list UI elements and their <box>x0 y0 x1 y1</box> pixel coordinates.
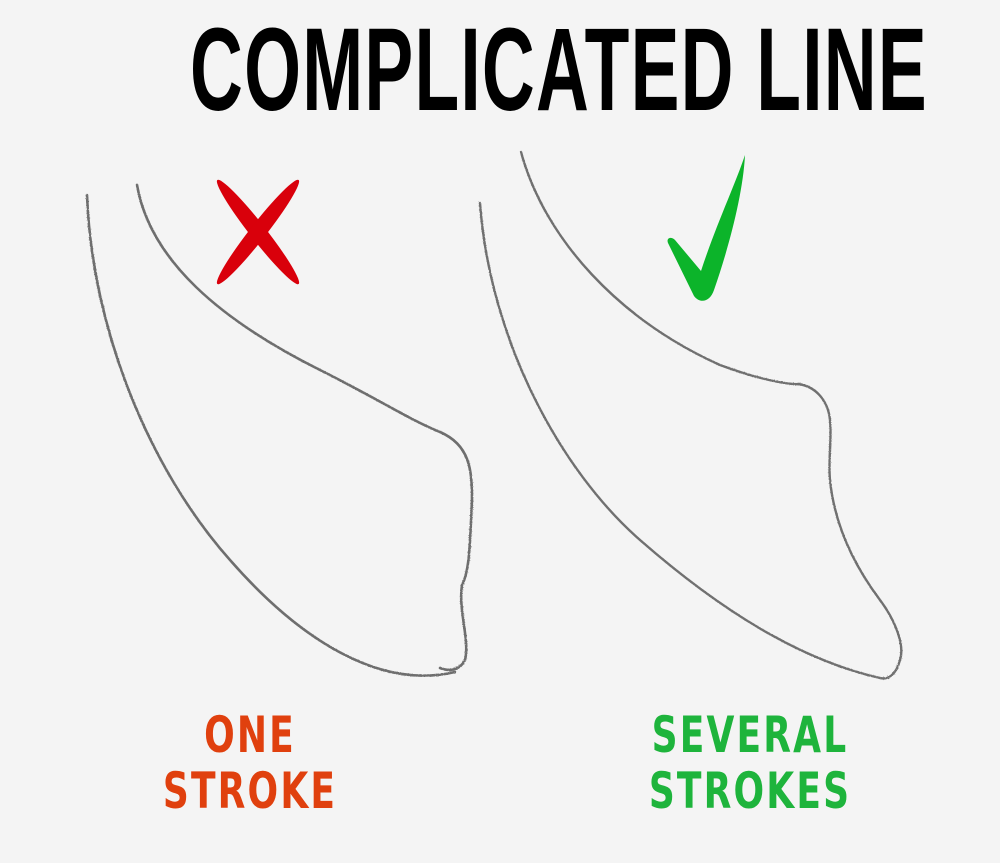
checkmark-icon <box>667 155 745 301</box>
several-strokes-label: SEVERAL STROKES <box>642 707 858 819</box>
bump-stroke <box>796 382 832 482</box>
inner-complex-stroke <box>135 183 474 672</box>
label-line: STROKE <box>162 762 338 820</box>
one-stroke-label: ONE STROKE <box>142 707 358 819</box>
label-line: STROKES <box>648 762 852 820</box>
several-strokes-drawing <box>478 150 903 680</box>
page-title: COMPLICATED LINE <box>190 4 928 136</box>
one-stroke-drawing <box>85 183 474 677</box>
label-line: ONE <box>204 706 296 764</box>
outer-curve-stroke <box>85 193 457 677</box>
cross-icon <box>216 179 300 285</box>
label-line: SEVERAL <box>651 706 849 764</box>
upper-curve-stroke <box>519 150 802 386</box>
lower-descent-stroke <box>828 478 903 680</box>
outer-curve-stroke <box>478 201 882 680</box>
